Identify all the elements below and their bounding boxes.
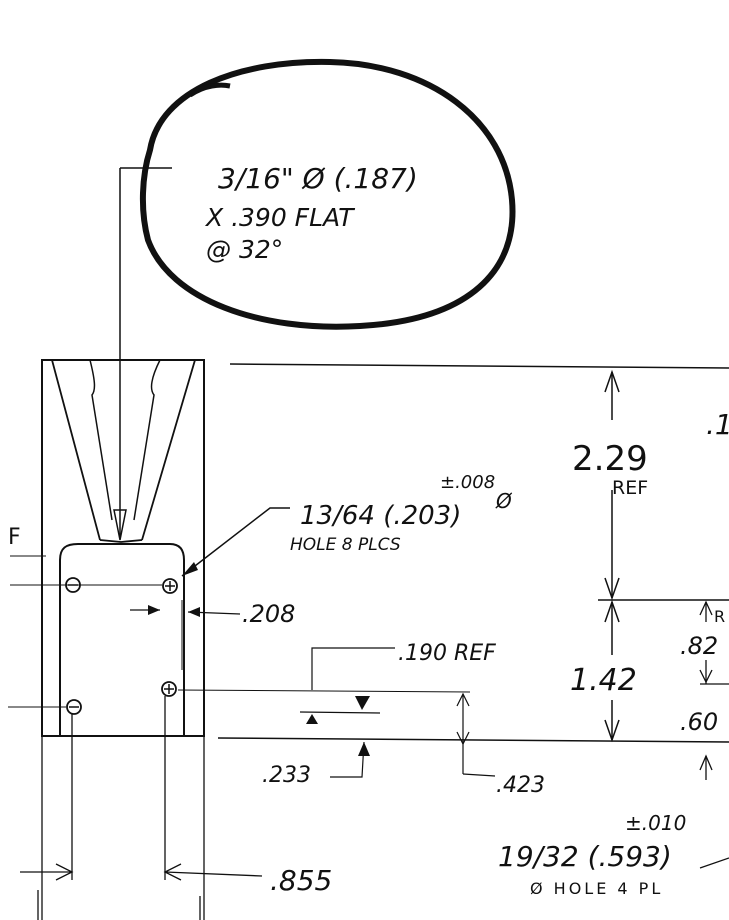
dim-208-arrow-right <box>188 607 200 617</box>
dim-229-arrow-bot <box>604 577 620 601</box>
edge-label-60: .60 <box>680 708 718 736</box>
hole-note-label: HOLE 8 PLCS <box>290 535 401 555</box>
detail-callout-line3: @ 32° <box>206 235 283 264</box>
hole2-size-label: 19/32 (.593) <box>498 840 672 873</box>
dim-855-label: .855 <box>270 864 332 897</box>
dim-855-arrow-right <box>163 863 182 881</box>
dim-233-label: .233 <box>262 763 311 788</box>
hole2-note-label: Ø HOLE 4 PL <box>530 879 663 898</box>
dim-233-leader <box>330 741 365 778</box>
dim-142-arrow-top <box>604 599 620 623</box>
ext-top <box>229 363 729 369</box>
hole-leader-arrowhead <box>182 562 198 576</box>
hole2-tolerance-label: ±.010 <box>625 811 686 835</box>
v-groove-inner <box>89 359 161 521</box>
dim-190-arrow-a <box>355 696 370 710</box>
dim-423-label: .423 <box>496 773 545 798</box>
dim-142-arrow-bot <box>604 719 620 743</box>
edge-label-F: F <box>8 525 21 550</box>
dim-855-right <box>164 871 263 877</box>
dim-190-label: .190 REF <box>398 641 496 666</box>
detail-callout-line2: X .390 FLAT <box>204 203 355 232</box>
hole-leader <box>181 507 290 577</box>
dim-233-arrow <box>358 742 370 756</box>
dim-423-arrow-top <box>456 692 470 707</box>
dim-190-ext <box>299 711 381 714</box>
dim-208-label: .208 <box>242 600 295 628</box>
hole-tolerance-label: ±.008 <box>440 472 495 493</box>
dim-423-arrow-bot <box>456 731 470 746</box>
bubble-leader-arrowhead <box>113 509 127 541</box>
dim-208-arrow-left <box>148 605 160 615</box>
part-outline <box>41 359 205 737</box>
hole-top-right <box>162 578 178 594</box>
dim-229-ref-label: REF <box>612 477 648 499</box>
v-groove-outer <box>51 359 196 541</box>
detail-callout-line1: 3/16" Ø (.187) <box>218 162 418 195</box>
v-groove-vertex <box>99 539 143 543</box>
dim-190-arrow-b <box>306 714 318 724</box>
hole-diameter-symbol: Ø <box>495 489 513 513</box>
dim-229-arrow-top <box>604 369 620 393</box>
ext-bottom <box>217 737 729 743</box>
edge-label-R: R <box>714 607 725 626</box>
edge-label-dot1: .1 <box>706 408 729 441</box>
dim-142-label: 1.42 <box>570 663 637 698</box>
hole-bottom-left <box>66 699 82 715</box>
dim-423-tail <box>462 773 496 777</box>
hole-size-label: 13/64 (.203) <box>300 501 461 531</box>
hole2-leader <box>699 857 729 869</box>
detail-bubble <box>139 58 516 330</box>
dim-855-arrow-left <box>55 863 74 881</box>
centerline-bottom-right <box>177 689 471 693</box>
hole-bottom-right <box>161 681 177 697</box>
edge-label-82: .82 <box>680 632 718 660</box>
bubble-stroke-mark <box>188 82 231 98</box>
inner-pocket <box>59 543 185 736</box>
dim-190-leader <box>311 647 395 690</box>
dim-229-label: 2.29 <box>572 439 648 479</box>
